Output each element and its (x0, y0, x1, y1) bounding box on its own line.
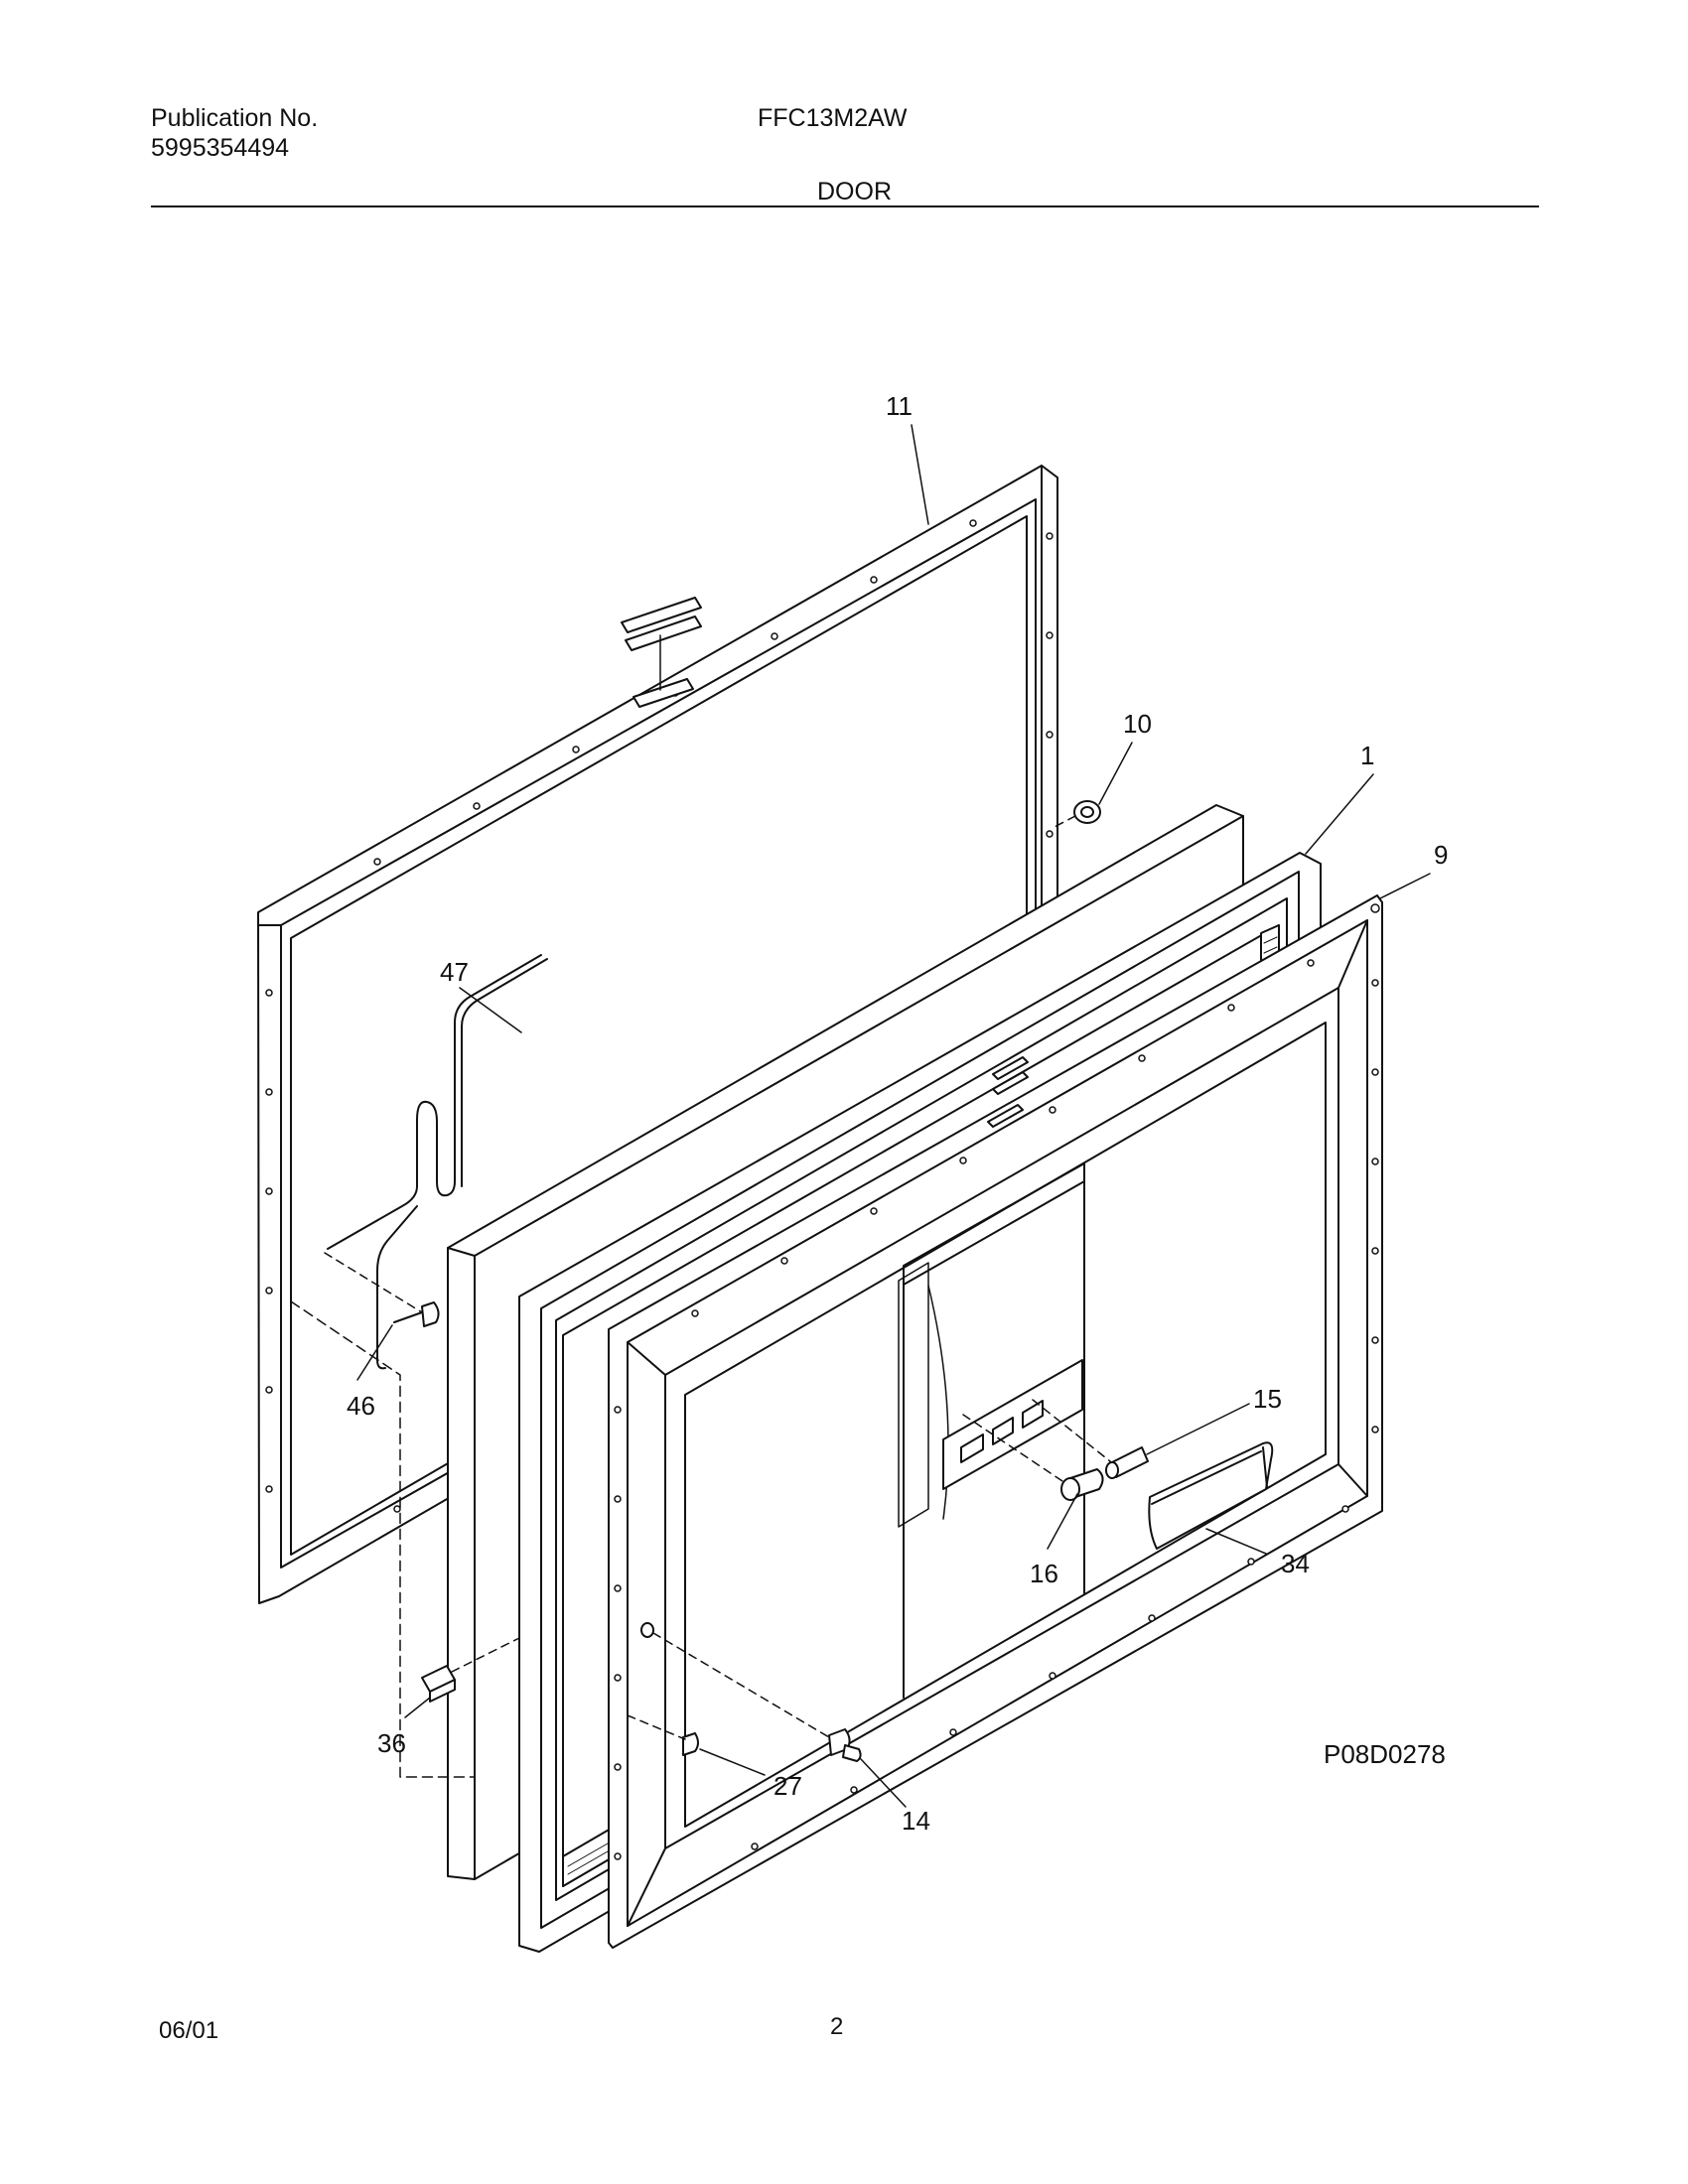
page-number: 2 (830, 2013, 844, 2040)
part-10-stop (1073, 800, 1101, 824)
callout-9: 9 (1434, 840, 1448, 870)
callout-34: 34 (1281, 1549, 1310, 1578)
footer-date: 06/01 (159, 2017, 219, 2044)
callout-10: 10 (1123, 709, 1152, 739)
model-number: FFC13M2AW (758, 104, 908, 132)
callout-16: 16 (1030, 1559, 1058, 1588)
publication-label: Publication No. (151, 104, 319, 132)
part-27-screw (682, 1732, 699, 1756)
header-rule (151, 205, 1539, 207)
callout-15: 15 (1253, 1384, 1282, 1414)
part-9-liner (608, 894, 1383, 1949)
callout-47: 47 (440, 957, 469, 987)
part-34-lamp-cover (1148, 1441, 1274, 1550)
part-15-socket (1105, 1446, 1149, 1479)
callout-1: 1 (1360, 741, 1374, 770)
callout-36: 36 (377, 1728, 406, 1758)
publication-number: 5995354494 (151, 134, 290, 162)
part-16-bulb (1060, 1468, 1104, 1501)
leader-lines (356, 424, 1431, 1808)
part-46-screw (393, 1301, 440, 1327)
callout-14: 14 (902, 1806, 930, 1836)
section-title: DOOR (817, 178, 892, 205)
callout-27: 27 (774, 1771, 802, 1801)
part-14-switch (828, 1728, 862, 1762)
drawing-code: P08D0278 (1324, 1739, 1446, 1769)
callout-11: 11 (886, 391, 913, 421)
callout-46: 46 (347, 1391, 375, 1421)
